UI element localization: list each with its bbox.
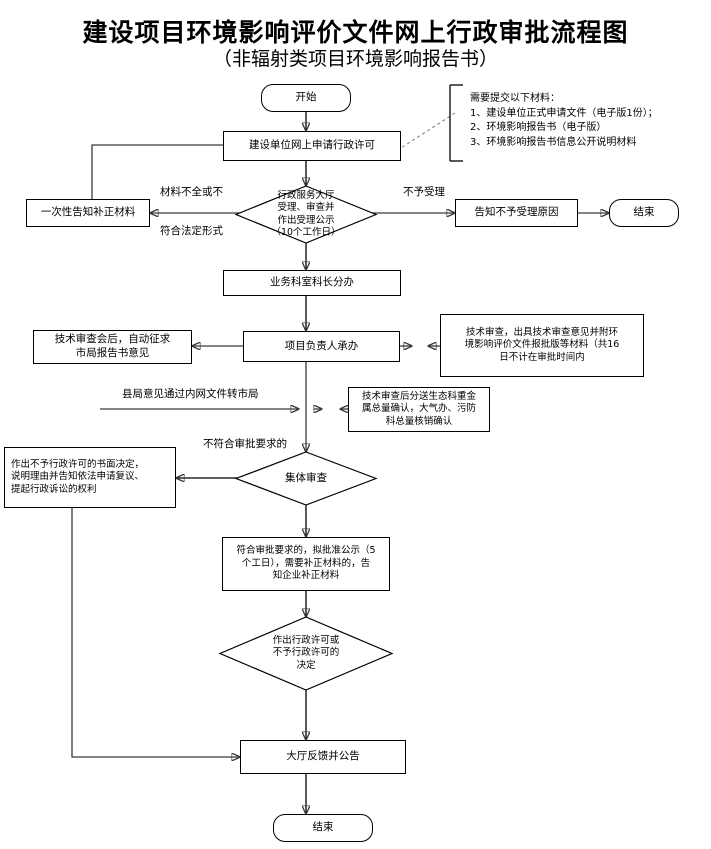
node-final-permit-decision[interactable]: 作出行政许可或 不予行政许可的 决定 bbox=[218, 616, 394, 691]
node-start[interactable]: 开始 bbox=[261, 84, 351, 112]
node-end-bottom[interactable]: 结束 bbox=[273, 814, 373, 842]
node-written-rejection-decision[interactable]: 作出不予行政许可的书面决定， 说明理由并告知依法申请复议、 提起行政诉讼的权利 bbox=[4, 447, 176, 508]
node-notify-supplement[interactable]: 一次性告知补正材料 bbox=[26, 199, 150, 227]
node-section-chief-assign[interactable]: 业务科室科长分办 bbox=[223, 270, 401, 296]
node-end-top[interactable]: 结束 bbox=[609, 199, 679, 227]
node-approval-publicize[interactable]: 符合审批要求的，拟批准公示（5 个工日），需要补正材料的，告 知企业补正材料 bbox=[222, 537, 390, 591]
edge-label-county-opinion: 县局意见通过内网文件转市局 bbox=[122, 388, 259, 400]
node-apply-online[interactable]: 建设单位网上申请行政许可 bbox=[223, 131, 401, 161]
node-hall-acceptance-review[interactable]: 行政服务大厅 受理、审查并 作出受理公示 （10个工作日） bbox=[234, 185, 378, 244]
page-subtitle: （非辐射类项目环境影响报告书） bbox=[212, 48, 498, 70]
node-collective-review[interactable]: 集体审查 bbox=[234, 451, 378, 506]
node-final-permit-decision-label: 作出行政许可或 不予行政许可的 决定 bbox=[272, 634, 340, 671]
edge-label-legal-form: 符合法定形式 bbox=[160, 225, 223, 237]
node-technical-review[interactable]: 技术审查，出具技术审查意见并附环 境影响评价文件报批版等材料（共16 日不计在审… bbox=[440, 314, 644, 377]
node-auto-request-city-opinion[interactable]: 技术审查会后，自动征求 市局报告书意见 bbox=[33, 330, 192, 364]
node-hall-acceptance-review-label: 行政服务大厅 受理、审查并 作出受理公示 （10个工作日） bbox=[271, 189, 341, 238]
node-notify-reject-reason[interactable]: 告知不予受理原因 bbox=[455, 199, 578, 227]
edge-label-not-accepted: 不予受理 bbox=[403, 186, 445, 198]
node-collective-review-label: 集体审查 bbox=[285, 471, 327, 484]
node-hall-feedback-announce[interactable]: 大厅反馈并公告 bbox=[240, 740, 406, 774]
node-project-owner-handle[interactable]: 项目负责人承办 bbox=[243, 331, 400, 362]
note-bracket-icon bbox=[449, 84, 463, 162]
edge-label-incomplete: 材料不全或不 bbox=[160, 186, 223, 198]
edge-label-not-meet-requirement: 不符合审批要求的 bbox=[203, 438, 287, 450]
submission-materials-note: 需要提交以下材料： 1、建设单位正式申请文件（电子版1份）； 2、环境影响报告书… bbox=[470, 93, 658, 148]
page-title: 建设项目环境影响评价文件网上行政审批流程图 bbox=[82, 18, 629, 47]
node-distribute-confirmation[interactable]: 技术审查后分送生态科重金 属总量确认，大气办、污防 科总量核销确认 bbox=[348, 387, 490, 432]
